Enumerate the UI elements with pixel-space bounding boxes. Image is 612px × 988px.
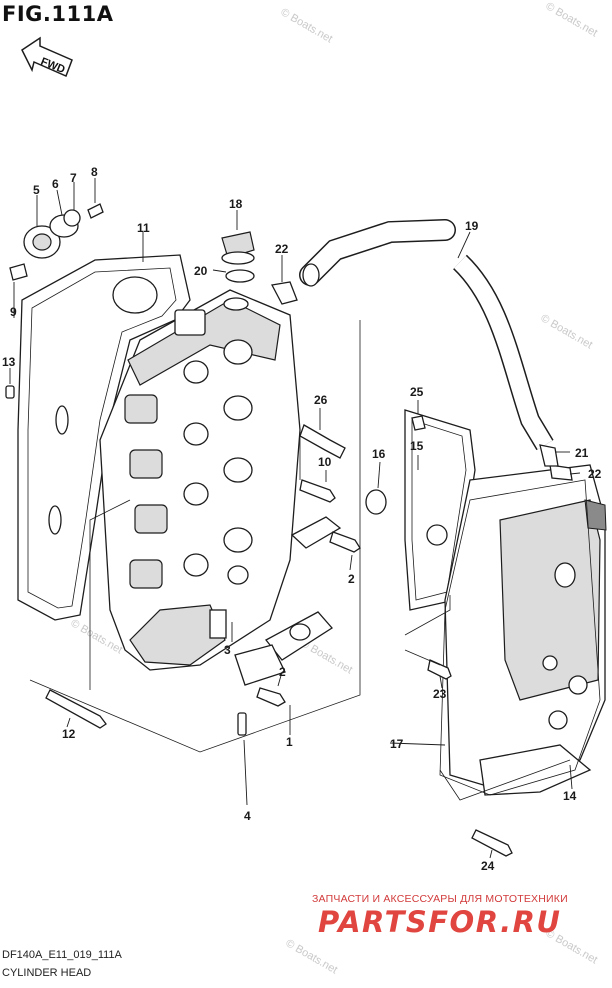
bolt-12	[45, 689, 107, 729]
fwd-arrow-icon: FWD	[21, 36, 73, 78]
breather-hose	[299, 219, 554, 451]
callout-26: 26	[314, 393, 328, 407]
thermostat-housing	[23, 203, 104, 259]
callout-9: 9	[10, 305, 17, 319]
callout-18: 18	[229, 197, 243, 211]
assembly-lines	[29, 320, 571, 801]
callout-6: 6	[52, 177, 59, 191]
callout-12: 12	[62, 727, 76, 741]
callout-24: 24	[481, 859, 495, 873]
bolt-2-lower	[256, 687, 286, 707]
o-ring-20	[225, 269, 255, 283]
callout-4: 4	[244, 809, 251, 823]
callout-17: 17	[390, 737, 404, 751]
callout-7: 7	[70, 171, 77, 185]
watermark-text: © Boats.net	[544, 0, 600, 39]
bolt-9	[9, 263, 28, 281]
diagram-name: CYLINDER HEAD	[2, 967, 92, 979]
bolt-25	[411, 415, 426, 431]
cylinder-head-cover	[444, 464, 607, 796]
callout-23: 23	[433, 687, 447, 701]
advert-logo: PARTSFOR.RU	[318, 905, 562, 939]
callout-5: 5	[33, 183, 40, 197]
intake-ports	[124, 394, 168, 589]
callout-13: 13	[2, 355, 16, 369]
hose-clip-upper	[271, 281, 298, 305]
callout-20: 20	[194, 264, 208, 278]
bolt-10	[299, 479, 336, 503]
callout-15: 15	[410, 439, 424, 453]
figure-title: FIG.111A	[2, 2, 114, 26]
callout-19: 19	[465, 219, 479, 233]
diagram-code: DF140A_E11_019_111A	[2, 949, 122, 961]
callout-labels: 1 2 2 3 4 5 6 7 8 9 10 11 12 13 14 15 16…	[2, 165, 602, 873]
callout-2: 2	[348, 572, 355, 586]
callout-11: 11	[137, 221, 150, 235]
bolt-24	[471, 829, 513, 857]
callout-22: 22	[275, 242, 289, 256]
cam-caps	[234, 516, 342, 686]
callout-1: 1	[286, 735, 293, 749]
cover-seal	[439, 479, 601, 796]
oil-filler-cap	[221, 231, 255, 265]
callout-10: 10	[318, 455, 332, 469]
callout-21: 21	[575, 446, 589, 460]
callout-3: 3	[224, 643, 231, 657]
watermark-text: © Boats.net	[539, 312, 595, 351]
clamp-21	[539, 444, 559, 467]
watermark-text: © Boats.net	[279, 6, 335, 45]
seal-ring-16	[365, 489, 387, 515]
leader-lines	[9, 178, 581, 859]
callout-16: 16	[372, 447, 386, 461]
dowel-4	[237, 712, 247, 736]
bolt-2-upper	[329, 531, 361, 553]
dowel-13	[5, 385, 15, 399]
callout-14: 14	[563, 789, 577, 803]
advert-tagline: ЗАПЧАСТИ И АКСЕССУАРЫ ДЛЯ МОТОТЕХНИКИ	[312, 893, 568, 905]
spark-plug-26	[299, 424, 346, 459]
callout-8: 8	[91, 165, 98, 179]
callout-25: 25	[410, 385, 424, 399]
hose-clip-lower	[549, 464, 573, 481]
callout-2: 2	[279, 665, 286, 679]
cam-journals	[183, 339, 253, 585]
cylinder-head	[99, 289, 301, 671]
callout-22: 22	[588, 467, 602, 481]
watermark-text: © Boats.net	[284, 937, 340, 976]
bolt-23	[427, 659, 452, 680]
